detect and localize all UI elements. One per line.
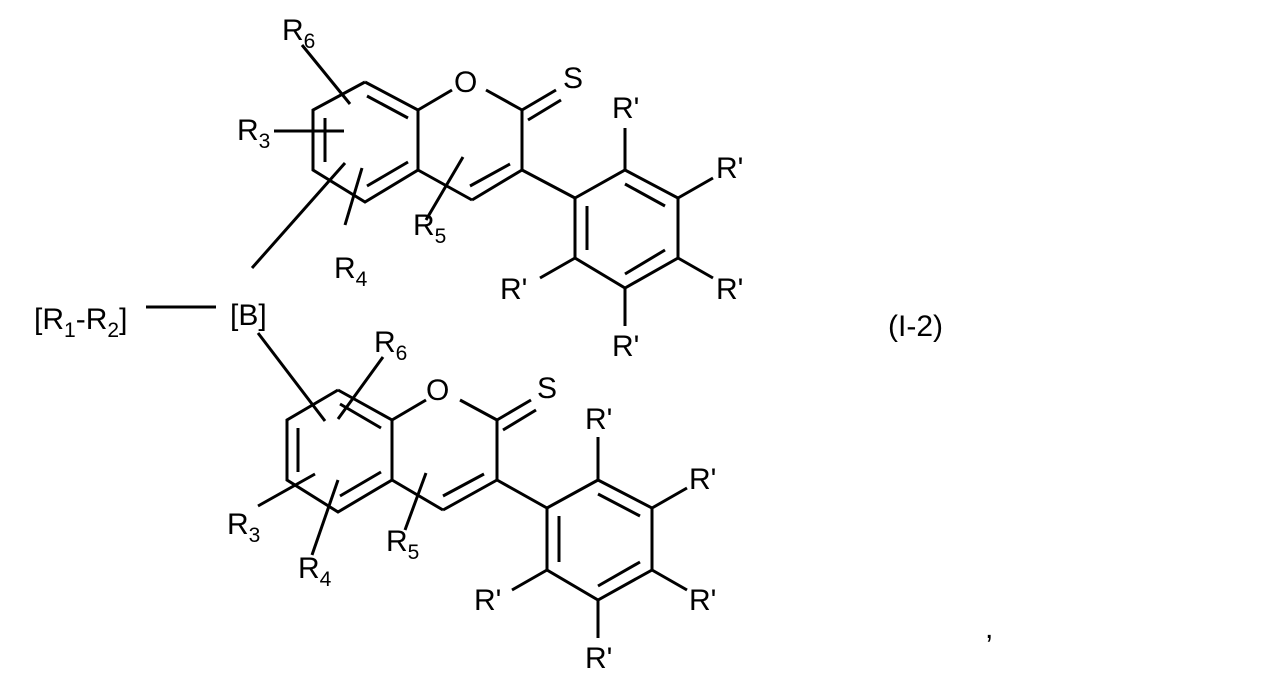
formula-number-label: (I-2): [888, 310, 943, 343]
bottom-r4-label: R4: [298, 552, 332, 591]
bottom-phenyl-r-prime-label: R': [585, 403, 612, 436]
core-b-label: [B]: [230, 299, 267, 332]
top-benzo-ring: [311, 80, 420, 204]
bottom-r6-label: R6: [374, 326, 407, 365]
top-ring-oxygen-label: O: [454, 66, 477, 99]
top-phenyl-r-prime-label: R': [612, 330, 639, 363]
top-thione-sulfur-label: S: [563, 62, 583, 95]
bottom-phenyl-r-prime-label: R': [689, 463, 716, 496]
top-r5-bond: [424, 156, 465, 221]
top-r4-bond: [343, 167, 364, 226]
top-phenyl-r-prime-label: R': [500, 273, 527, 306]
top-r6-label: R6: [282, 14, 315, 53]
bottom-phenyl-r-prime-label: R': [474, 584, 501, 617]
bottom-r3-bond: [257, 472, 316, 508]
bottom-r5-label: R5: [386, 525, 419, 564]
top-b-link-bond: [250, 162, 347, 269]
top-phenyl-r-prime-label: R': [716, 273, 743, 306]
top-phenyl-ring: [521, 128, 714, 326]
top-r3-label: R3: [237, 114, 270, 153]
bottom-r6-bond: [336, 356, 385, 420]
bottom-r5-bond: [403, 472, 428, 531]
top-r5-label: R5: [413, 209, 446, 248]
bottom-r3-label: R3: [227, 508, 260, 547]
bottom-r4-bond: [310, 479, 340, 556]
top-phenyl-r-prime-label: R': [612, 92, 639, 125]
bottom-phenyl-r-prime-label: R': [689, 584, 716, 617]
bottom-thiocoumarin-unit: O S R6 R3 R4 R5 R' R' R' R' R': [227, 326, 716, 675]
bottom-b-link-bond: [256, 332, 327, 422]
top-r6-bond: [300, 44, 352, 105]
bottom-phenyl-ring: [496, 437, 688, 638]
linker-group: [R1-R2] [B]: [34, 299, 267, 342]
top-pyran-ring: [417, 88, 562, 202]
top-thiocoumarin-unit: O S R6 R3 R4 R5 R' R' R' R' R': [237, 14, 743, 363]
bottom-pyran-ring: [391, 398, 537, 512]
bottom-thione-sulfur-label: S: [537, 372, 557, 405]
r1-r2-group-label: [R1-R2]: [34, 303, 127, 342]
top-r4-label: R4: [334, 252, 368, 291]
bottom-ring-oxygen-label: O: [426, 374, 449, 407]
bottom-benzo-ring: [285, 388, 394, 514]
bottom-phenyl-r-prime-label: R': [585, 642, 612, 675]
trailing-comma: ,: [985, 612, 993, 645]
top-phenyl-r-prime-label: R': [716, 152, 743, 185]
